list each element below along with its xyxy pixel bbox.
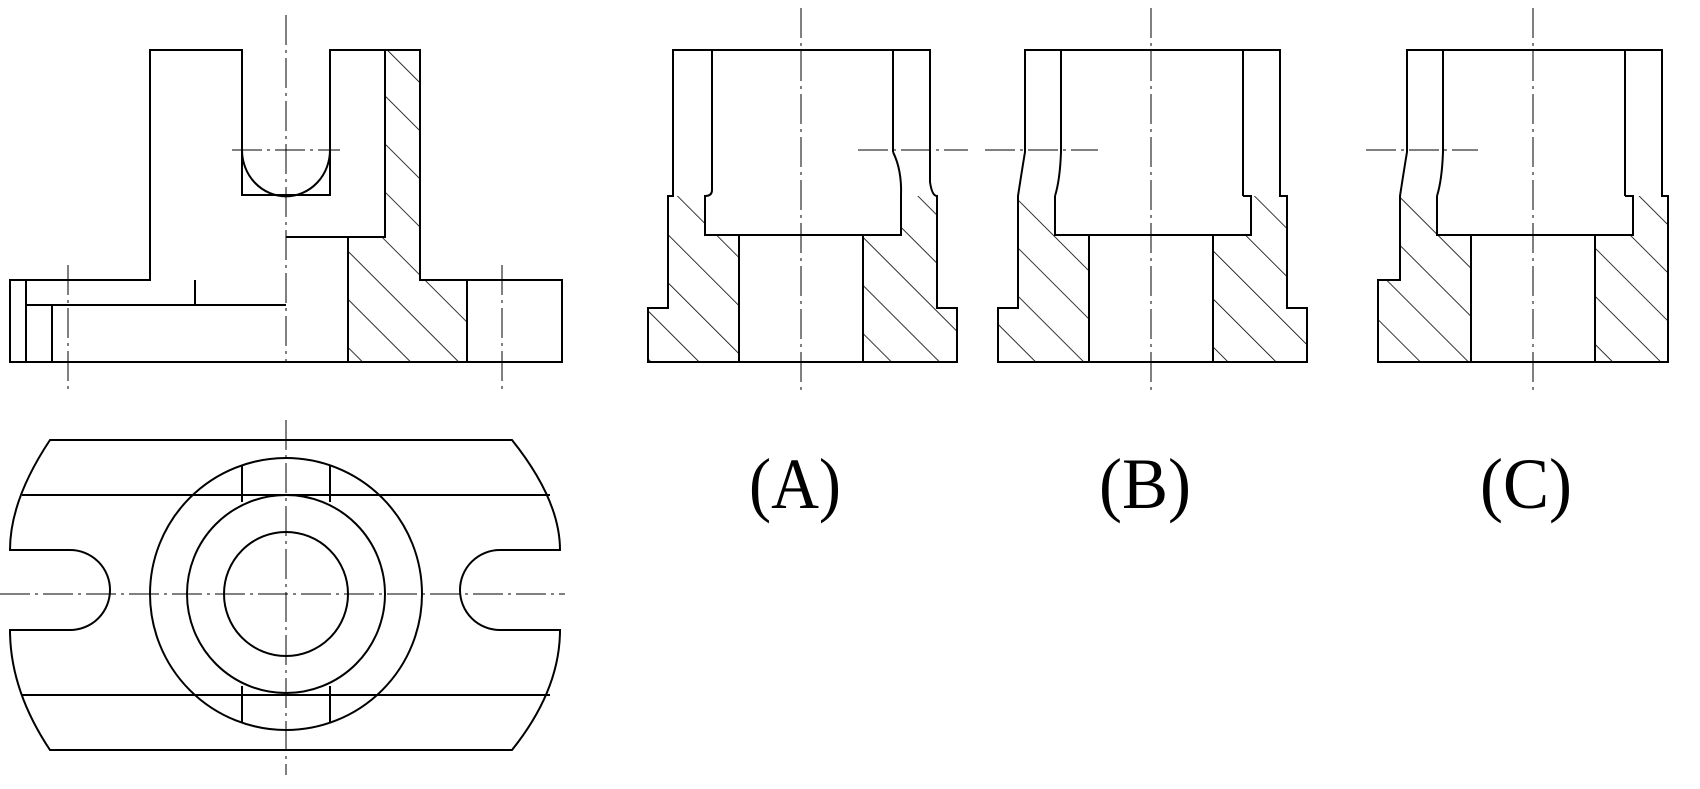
option-label-a: (A) xyxy=(749,444,841,524)
option-label-b: (B) xyxy=(1099,444,1191,524)
section-option-a xyxy=(647,8,968,392)
front-section-hatch xyxy=(348,50,467,362)
top-view xyxy=(0,420,565,775)
section-option-c xyxy=(1366,8,1669,392)
front-view xyxy=(9,15,563,392)
option-label-c: (C) xyxy=(1480,444,1572,524)
section-option-b xyxy=(985,8,1308,392)
